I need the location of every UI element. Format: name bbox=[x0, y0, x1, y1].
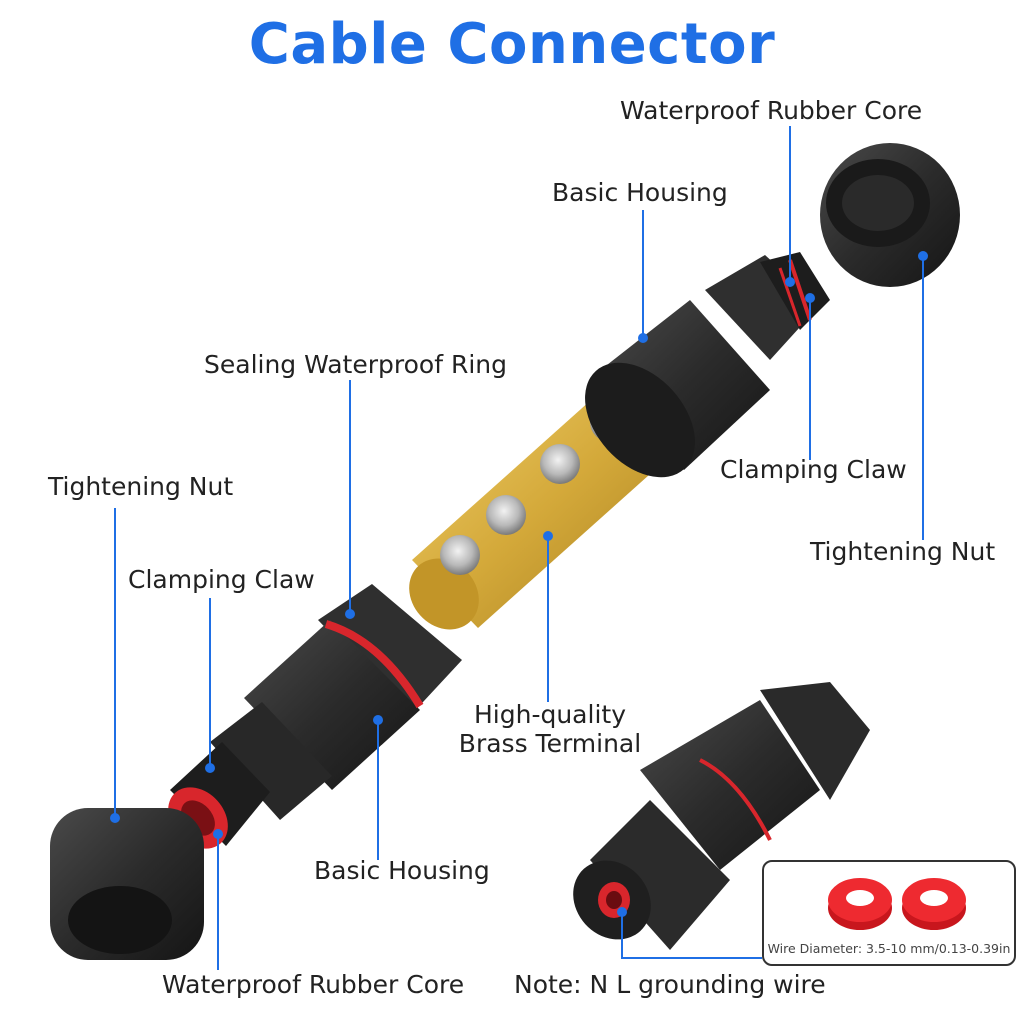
label-sealing-waterproof-ring: Sealing Waterproof Ring bbox=[204, 350, 507, 379]
pointer-lines bbox=[114, 126, 924, 970]
label-brass-terminal: High-quality Brass Terminal bbox=[450, 700, 650, 758]
lower-tightening-nut bbox=[50, 808, 204, 960]
label-tightening-nut-right: Tightening Nut bbox=[810, 537, 996, 566]
wire-diameter-text: Wire Diameter: 3.5-10 mm/0.13-0.39in bbox=[767, 941, 1011, 956]
upper-tightening-nut bbox=[820, 143, 960, 287]
terminal-screw-2 bbox=[486, 495, 526, 535]
label-clamping-claw-left: Clamping Claw bbox=[128, 565, 315, 594]
brass-terminal bbox=[409, 392, 668, 630]
label-basic-housing-bottom: Basic Housing bbox=[314, 856, 490, 885]
terminal-screw-3 bbox=[540, 444, 580, 484]
sealing-rings-icon bbox=[828, 878, 966, 930]
label-brass-terminal-line2: Brass Terminal bbox=[458, 729, 642, 758]
pointer-dots bbox=[110, 251, 928, 917]
lower-housing bbox=[168, 584, 462, 849]
diagram-title: Cable Connector bbox=[248, 12, 776, 77]
label-basic-housing-top: Basic Housing bbox=[552, 178, 728, 207]
terminal-screw-1 bbox=[440, 535, 480, 575]
label-waterproof-rubber-core-bottom: Waterproof Rubber Core bbox=[162, 970, 465, 999]
grounding-note: Note: N L grounding wire bbox=[514, 970, 826, 999]
label-clamping-claw-right: Clamping Claw bbox=[720, 455, 907, 484]
label-waterproof-rubber-core-top: Waterproof Rubber Core bbox=[620, 96, 923, 125]
label-tightening-nut-left: Tightening Nut bbox=[48, 472, 234, 501]
wire-diameter-box: Wire Diameter: 3.5-10 mm/0.13-0.39in bbox=[762, 860, 1016, 966]
label-brass-terminal-line1: High-quality bbox=[473, 700, 626, 729]
